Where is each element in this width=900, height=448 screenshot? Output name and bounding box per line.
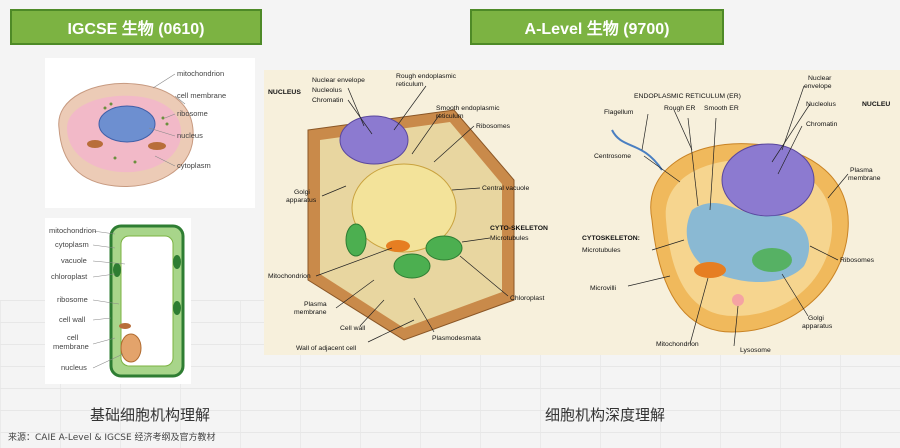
label-plant-nucleus: nucleus — [61, 363, 87, 372]
label-a-animal-golgi-2: apparatus — [802, 323, 833, 330]
animal-cell-mitochondrion-2 — [87, 140, 103, 148]
label-cytoplasm: cytoplasm — [177, 161, 211, 170]
label-a-plant-golgi-2: apparatus — [286, 197, 317, 204]
source-note: 来源：CAIE A-Level & IGCSE 经济考纲及官方教材 — [8, 433, 216, 443]
animal-cell-nucleus — [98, 105, 156, 143]
label-a-plant-ribosomes: Ribosomes — [476, 123, 511, 130]
label-a-animal-nucleolus: Nucleolus — [806, 101, 836, 108]
label-a-animal-microvilli: Microvilli — [590, 285, 617, 292]
label-plant-mitochondrion: mitochondrion — [49, 226, 96, 235]
animal3d-mitochondrion — [694, 262, 726, 278]
label-a-animal-microtubules: Microtubules — [582, 247, 621, 254]
alevel-animal-cell-diagram: ENDOPLASMIC RETICULUM (ER) Rough ER Smoo… — [582, 75, 890, 354]
plant-cell-chloroplasts — [113, 255, 181, 315]
label-a-plant-nucleus: NUCLEUS — [268, 89, 301, 96]
label-a-animal-nucleus: NUCLEU — [862, 101, 890, 108]
plant-cell-vacuole — [120, 235, 174, 367]
label-a-plant-rough-er-2: reticulum — [396, 81, 424, 88]
animal-cell-ribosomes — [103, 102, 169, 164]
label-a-plant-chloroplast: Chloroplast — [510, 295, 544, 302]
label-a-animal-nuclear-envelope-1: Nuclear — [808, 75, 832, 82]
igcse-plant-cell-diagram: mitochondrion cytoplasm vacuole chloropl… — [49, 224, 185, 378]
label-a-animal-cytoskeleton: CYTOSKELETON: — [582, 235, 640, 242]
label-a-plant-nuclear-envelope: Nuclear envelope — [312, 77, 365, 84]
label-a-plant-central-vacuole: Central vacuole — [482, 185, 529, 192]
label-a-animal-mitochondrion: Mitochondrion — [656, 341, 699, 348]
label-plant-ribosome: ribosome — [57, 295, 88, 304]
igcse-plant-cell-panel: mitochondrion cytoplasm vacuole chloropl… — [45, 218, 191, 384]
label-a-plant-smooth-er-2: reticulum — [436, 113, 464, 120]
caption-left: 基础细胞机构理解 — [89, 406, 210, 424]
plant3d-mitochondrion — [386, 240, 410, 252]
plant3d-central-vacuole — [351, 163, 457, 253]
animal3d-lysosome — [732, 294, 744, 306]
alevel-title: A-Level 生物 (9700) — [524, 21, 670, 38]
plant-cell-mitochondrion — [119, 323, 131, 329]
label-a-plant-cytoskeleton: CYTO-SKELETON — [490, 225, 548, 232]
alevel-plant-cell-diagram: NUCLEUS Nuclear envelope Nucleolus Chrom… — [268, 73, 548, 352]
label-a-animal-plasma-2: membrane — [848, 175, 881, 182]
label-a-animal-flagellum: Flagellum — [604, 109, 634, 116]
animal3d-leader-lines — [627, 85, 849, 347]
plant3d-chloroplasts — [345, 223, 463, 279]
caption-right: 细胞机构深度理解 — [544, 406, 665, 424]
label-plant-cell: cell — [67, 333, 79, 342]
label-plant-chloroplast: chloroplast — [51, 272, 88, 281]
label-a-plant-plasmodesmata: Plasmodesmata — [432, 335, 481, 342]
label-a-plant-nucleolus: Nucleolus — [312, 87, 342, 94]
label-a-plant-golgi-1: Golgi — [294, 189, 310, 196]
label-mitochondrion: mitochondrion — [177, 69, 224, 78]
animal3d-flagellum — [611, 129, 663, 171]
label-a-plant-plasma-1: Plasma — [304, 301, 327, 308]
label-a-animal-lysosome: Lysosome — [740, 347, 771, 354]
plant3d-leader-lines — [315, 85, 509, 343]
label-a-animal-nuclear-envelope-2: envelope — [804, 83, 832, 90]
animal-cell-leader-lines — [148, 73, 186, 167]
igcse-title: IGCSE 生物 (0610) — [67, 21, 205, 38]
label-a-plant-plasma-2: membrane — [294, 309, 327, 316]
animal3d-nucleus — [721, 143, 815, 217]
label-a-animal-er: ENDOPLASMIC RETICULUM (ER) — [634, 93, 741, 100]
label-a-animal-chromatin: Chromatin — [806, 121, 838, 128]
animal3d-golgi — [752, 248, 792, 272]
label-a-animal-plasma-1: Plasma — [850, 167, 873, 174]
igcse-animal-cell-panel: mitochondrion cell membrane ribosome nuc… — [45, 58, 255, 208]
plant3d-nucleus — [339, 115, 409, 165]
label-a-animal-ribosomes: Ribosomes — [840, 257, 875, 264]
label-plant-cell-wall: cell wall — [59, 315, 86, 324]
label-cell-membrane: cell membrane — [177, 91, 226, 100]
label-a-animal-rough-er: Rough ER — [664, 105, 695, 112]
label-a-plant-smooth-er-1: Smooth endoplasmic — [436, 105, 500, 112]
label-a-animal-centrosome: Centrosome — [594, 153, 631, 160]
plant-cell-nucleus — [120, 333, 142, 363]
label-a-plant-rough-er-1: Rough endoplasmic — [396, 73, 457, 80]
label-nucleus: nucleus — [177, 131, 203, 140]
label-plant-vacuole: vacuole — [61, 256, 87, 265]
label-a-animal-smooth-er: Smooth ER — [704, 105, 739, 112]
label-a-plant-wall-adjacent: Wall of adjacent cell — [296, 345, 357, 352]
alevel-animal-cell-panel: ENDOPLASMIC RETICULUM (ER) Rough ER Smoo… — [582, 70, 900, 355]
alevel-plant-cell-panel: NUCLEUS Nuclear envelope Nucleolus Chrom… — [264, 70, 582, 355]
label-a-plant-cell-wall: Cell wall — [340, 325, 366, 332]
label-a-animal-golgi-1: Golgi — [808, 315, 824, 322]
label-plant-membrane: membrane — [53, 342, 89, 351]
igcse-header: IGCSE 生物 (0610) — [10, 9, 262, 45]
label-a-plant-microtubules: Microtubules — [490, 235, 529, 242]
alevel-header: A-Level 生物 (9700) — [470, 9, 724, 45]
label-a-plant-mitochondrion: Mitochondrion — [268, 273, 311, 280]
label-a-plant-chromatin: Chromatin — [312, 97, 344, 104]
label-plant-cytoplasm: cytoplasm — [55, 240, 89, 249]
plant-cell-leader-lines — [92, 230, 126, 369]
label-ribosome: ribosome — [177, 109, 208, 118]
animal-cell-mitochondrion — [148, 142, 166, 150]
igcse-animal-cell-diagram: mitochondrion cell membrane ribosome nuc… — [58, 69, 226, 188]
